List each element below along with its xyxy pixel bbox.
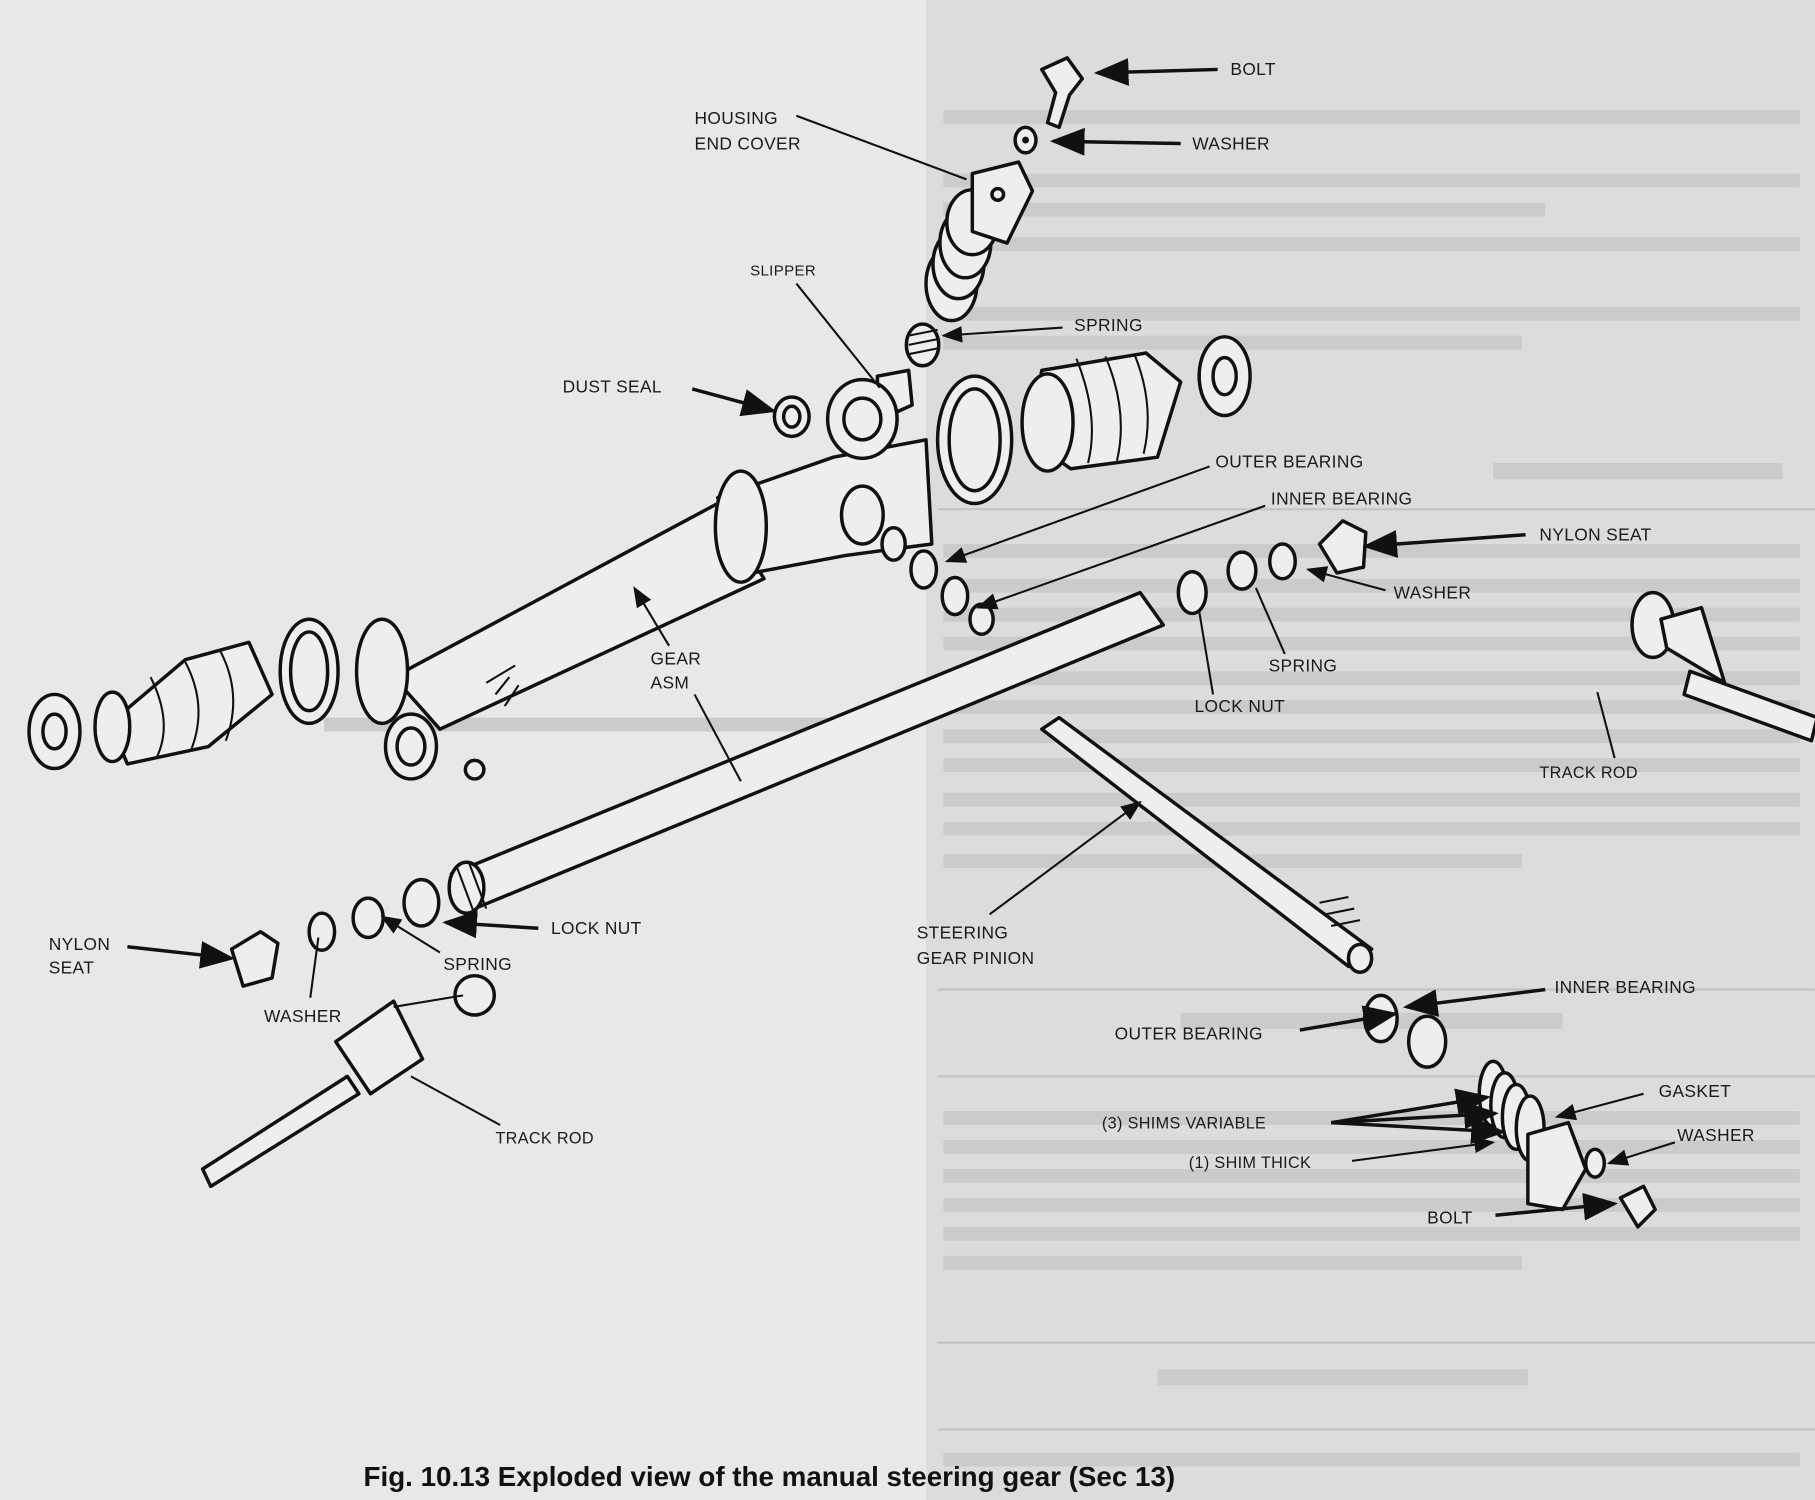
label-seat: SEAT <box>49 957 94 977</box>
label-slipper: SLIPPER <box>750 262 816 279</box>
tube-clamp-left <box>278 617 340 726</box>
label-spring-top: SPRING <box>1074 315 1143 335</box>
label-gear-pinion: GEAR PINION <box>917 948 1035 968</box>
housing-end-cover-stack <box>924 160 1035 323</box>
label-washer-top: WASHER <box>1192 133 1270 153</box>
label-washer-left: WASHER <box>264 1006 342 1026</box>
label-spring-left: SPRING <box>443 954 512 974</box>
steering-gear-pinion <box>1040 715 1374 974</box>
label-gear: GEAR <box>651 648 702 668</box>
label-asm: ASM <box>651 673 690 693</box>
track-rod-left <box>200 973 497 1189</box>
washer-top <box>1013 125 1038 155</box>
left-rack-end-parts <box>229 877 441 988</box>
dust-seal <box>772 395 811 439</box>
label-track-rod-right: TRACK ROD <box>1539 764 1637 782</box>
gear-housing <box>354 377 934 731</box>
leader-lines <box>127 58 1676 1221</box>
clamp-right <box>935 374 1014 506</box>
cover-shim-stack <box>1477 1059 1657 1229</box>
part-labels: BOLT HOUSING END COVER WASHER SLIPPER SP… <box>49 59 1755 1227</box>
rack-bar <box>447 590 1166 915</box>
label-inner-bearing-top: INNER BEARING <box>1271 489 1412 509</box>
label-end-cover: END COVER <box>695 133 801 153</box>
label-outer-bearing-top: OUTER BEARING <box>1215 452 1363 472</box>
bearings-top <box>880 526 995 636</box>
mounting-bush <box>383 712 486 781</box>
label-bolt-bottom: BOLT <box>1427 1207 1472 1227</box>
label-shim-thick: (1) SHIM THICK <box>1189 1154 1311 1172</box>
label-spring-right: SPRING <box>1269 655 1338 675</box>
label-dust-seal: DUST SEAL <box>563 376 662 396</box>
label-nylon-seat-right: NYLON SEAT <box>1539 525 1651 545</box>
label-gasket: GASKET <box>1659 1081 1732 1101</box>
label-housing: HOUSING <box>695 108 778 128</box>
label-washer-bottom: WASHER <box>1677 1125 1755 1145</box>
spring-top <box>904 322 941 368</box>
bellows-right <box>1020 335 1252 473</box>
label-lock-nut-right: LOCK NUT <box>1195 696 1286 716</box>
label-inner-bearing-bottom: INNER BEARING <box>1554 977 1695 997</box>
label-outer-bearing-bottom: OUTER BEARING <box>1115 1023 1263 1043</box>
label-track-rod-left: TRACK ROD <box>495 1130 593 1148</box>
bellows-left <box>27 640 274 771</box>
track-rod-right <box>1630 590 1815 743</box>
label-bolt-top: BOLT <box>1230 59 1275 79</box>
label-washer-right: WASHER <box>1394 582 1472 602</box>
label-lock-nut-left: LOCK NUT <box>551 918 642 938</box>
figure-caption: Fig. 10.13 Exploded view of the manual s… <box>364 1461 1176 1492</box>
label-shims-variable: (3) SHIMS VARIABLE <box>1102 1114 1266 1132</box>
label-nylon: NYLON <box>49 934 111 954</box>
bleedthrough-text <box>324 109 1800 1467</box>
bleedthrough-rules <box>937 508 1815 1431</box>
bolt-top <box>1040 56 1085 130</box>
label-steering: STEERING <box>917 923 1009 943</box>
right-page-bleedthrough <box>926 0 1815 1500</box>
